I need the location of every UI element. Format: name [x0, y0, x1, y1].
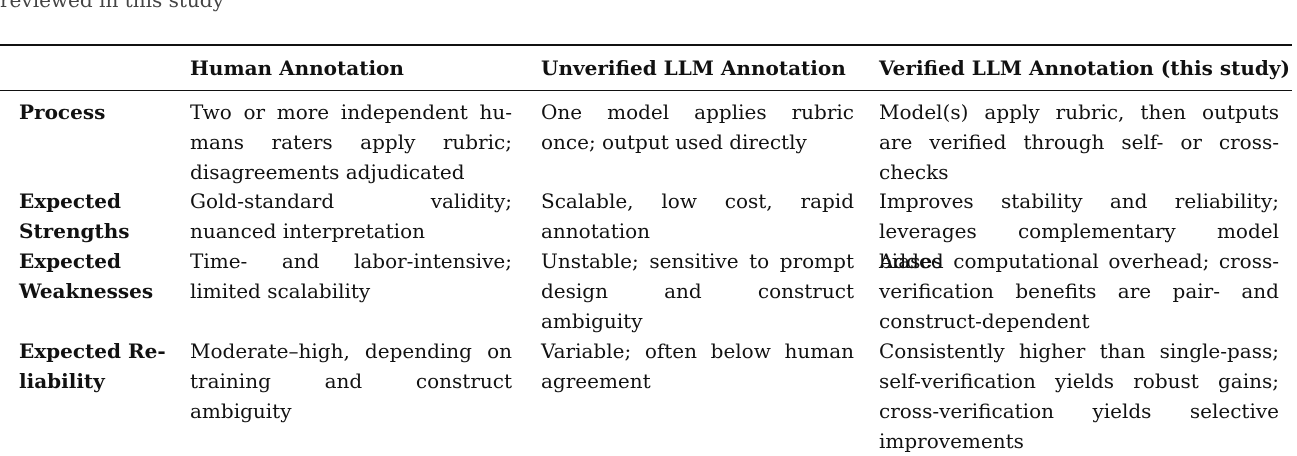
cell-verified-strengths: Improves stability and reliability; leve… [879, 189, 1279, 273]
header-human-annotation: Human Annotation [190, 56, 404, 80]
header-unverified-llm-annotation: Unverified LLM Annotation [541, 56, 846, 80]
cell-human-weaknesses: Time- and labor-intensive; limited scala… [190, 249, 512, 303]
cell-verified-weaknesses: Added computational overhead; cross-veri… [879, 249, 1279, 333]
row-label-process: Process [19, 100, 106, 124]
cell-verified-reliability: Consistently higher than single-pass; se… [879, 339, 1279, 453]
cell-human-reliability: Moderate–high, depending on training and… [190, 339, 512, 423]
row-label-expected-reliability: Expected Re­liability [19, 339, 166, 393]
row-label-expected-weaknesses: Expected Weaknesses [19, 249, 154, 303]
header-verified-llm-annotation: Verified LLM Annotation (this study) [879, 56, 1290, 80]
table-top-rule [0, 44, 1292, 46]
row-label-expected-strengths: Expected Strengths [19, 189, 130, 243]
table-header-rule [0, 90, 1292, 91]
cell-verified-process: Model(s) apply rubric, then outputs are … [879, 100, 1279, 184]
cell-unverified-strengths: Scalable, low cost, rapid annota­tion [541, 189, 854, 243]
table-caption: reviewed in this study [0, 0, 224, 12]
cell-unverified-process: One model applies rubric once; output us… [541, 100, 854, 154]
cell-unverified-weaknesses: Unstable; sensitive to prompt de­sign an… [541, 249, 854, 333]
cell-human-strengths: Gold-standard validity; nuanced interpre… [190, 189, 512, 243]
cell-unverified-reliability: Variable; often below human agreement [541, 339, 854, 393]
cell-human-process: Two or more independent hu­mans raters a… [190, 100, 512, 184]
